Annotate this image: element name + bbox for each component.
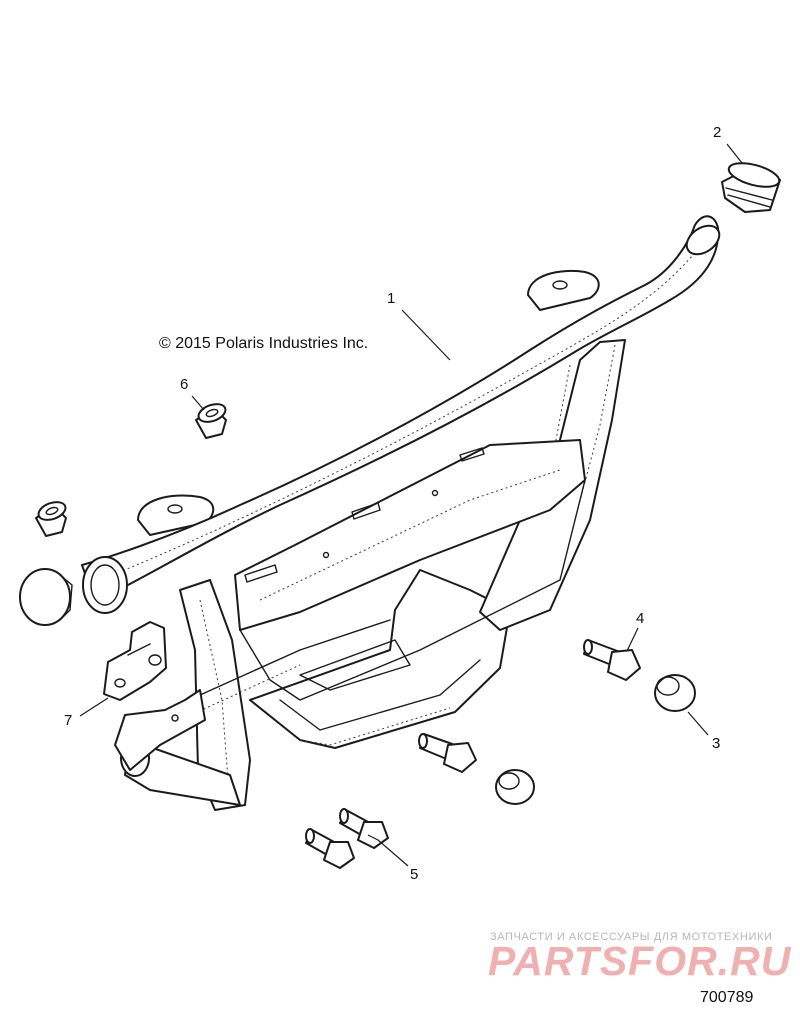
part-4-flange-bolt — [583, 639, 641, 681]
callout-leader-5 — [367, 834, 409, 867]
part-6-small-grommet-left — [35, 501, 67, 537]
part-6-small-grommet — [195, 403, 227, 439]
callout-label-1: 1 — [387, 290, 396, 307]
part-5-flange-bolt-lower — [305, 828, 355, 869]
callout-label-3: 3 — [712, 735, 721, 752]
watermark-logo: PARTSFOR.RU — [488, 938, 792, 984]
part-1-bumper-assembly — [81, 215, 721, 811]
callout-leader-3 — [687, 711, 709, 736]
callout-label-4: 4 — [636, 610, 645, 627]
callout-label-6: 6 — [180, 376, 189, 393]
callout-label-5: 5 — [410, 866, 419, 883]
part-3-round-plug-right — [654, 674, 696, 712]
callout-leader-7 — [79, 697, 109, 717]
callout-leader-6 — [191, 395, 205, 411]
callout-leader-2 — [726, 143, 743, 164]
copyright-notice: © 2015 Polaris Industries Inc. — [159, 335, 369, 352]
figure-id: 700789 — [700, 989, 754, 1006]
part-2-tube-end-plug — [721, 162, 781, 213]
part-5-flange-bolt-center — [418, 733, 477, 773]
watermark-caption: ЗАПЧАСТИ И АКСЕССУАРЫ ДЛЯ МОТОТЕХНИКИ — [490, 931, 773, 943]
part-7-mounting-bracket — [103, 621, 167, 701]
callout-label-2: 2 — [713, 124, 722, 141]
callout-leader-4 — [626, 627, 639, 652]
callout-leader-1 — [401, 309, 451, 361]
part-3-round-plug-lower — [495, 769, 535, 805]
part-3-round-plug-left-large — [19, 568, 73, 626]
callout-label-7: 7 — [64, 712, 73, 729]
